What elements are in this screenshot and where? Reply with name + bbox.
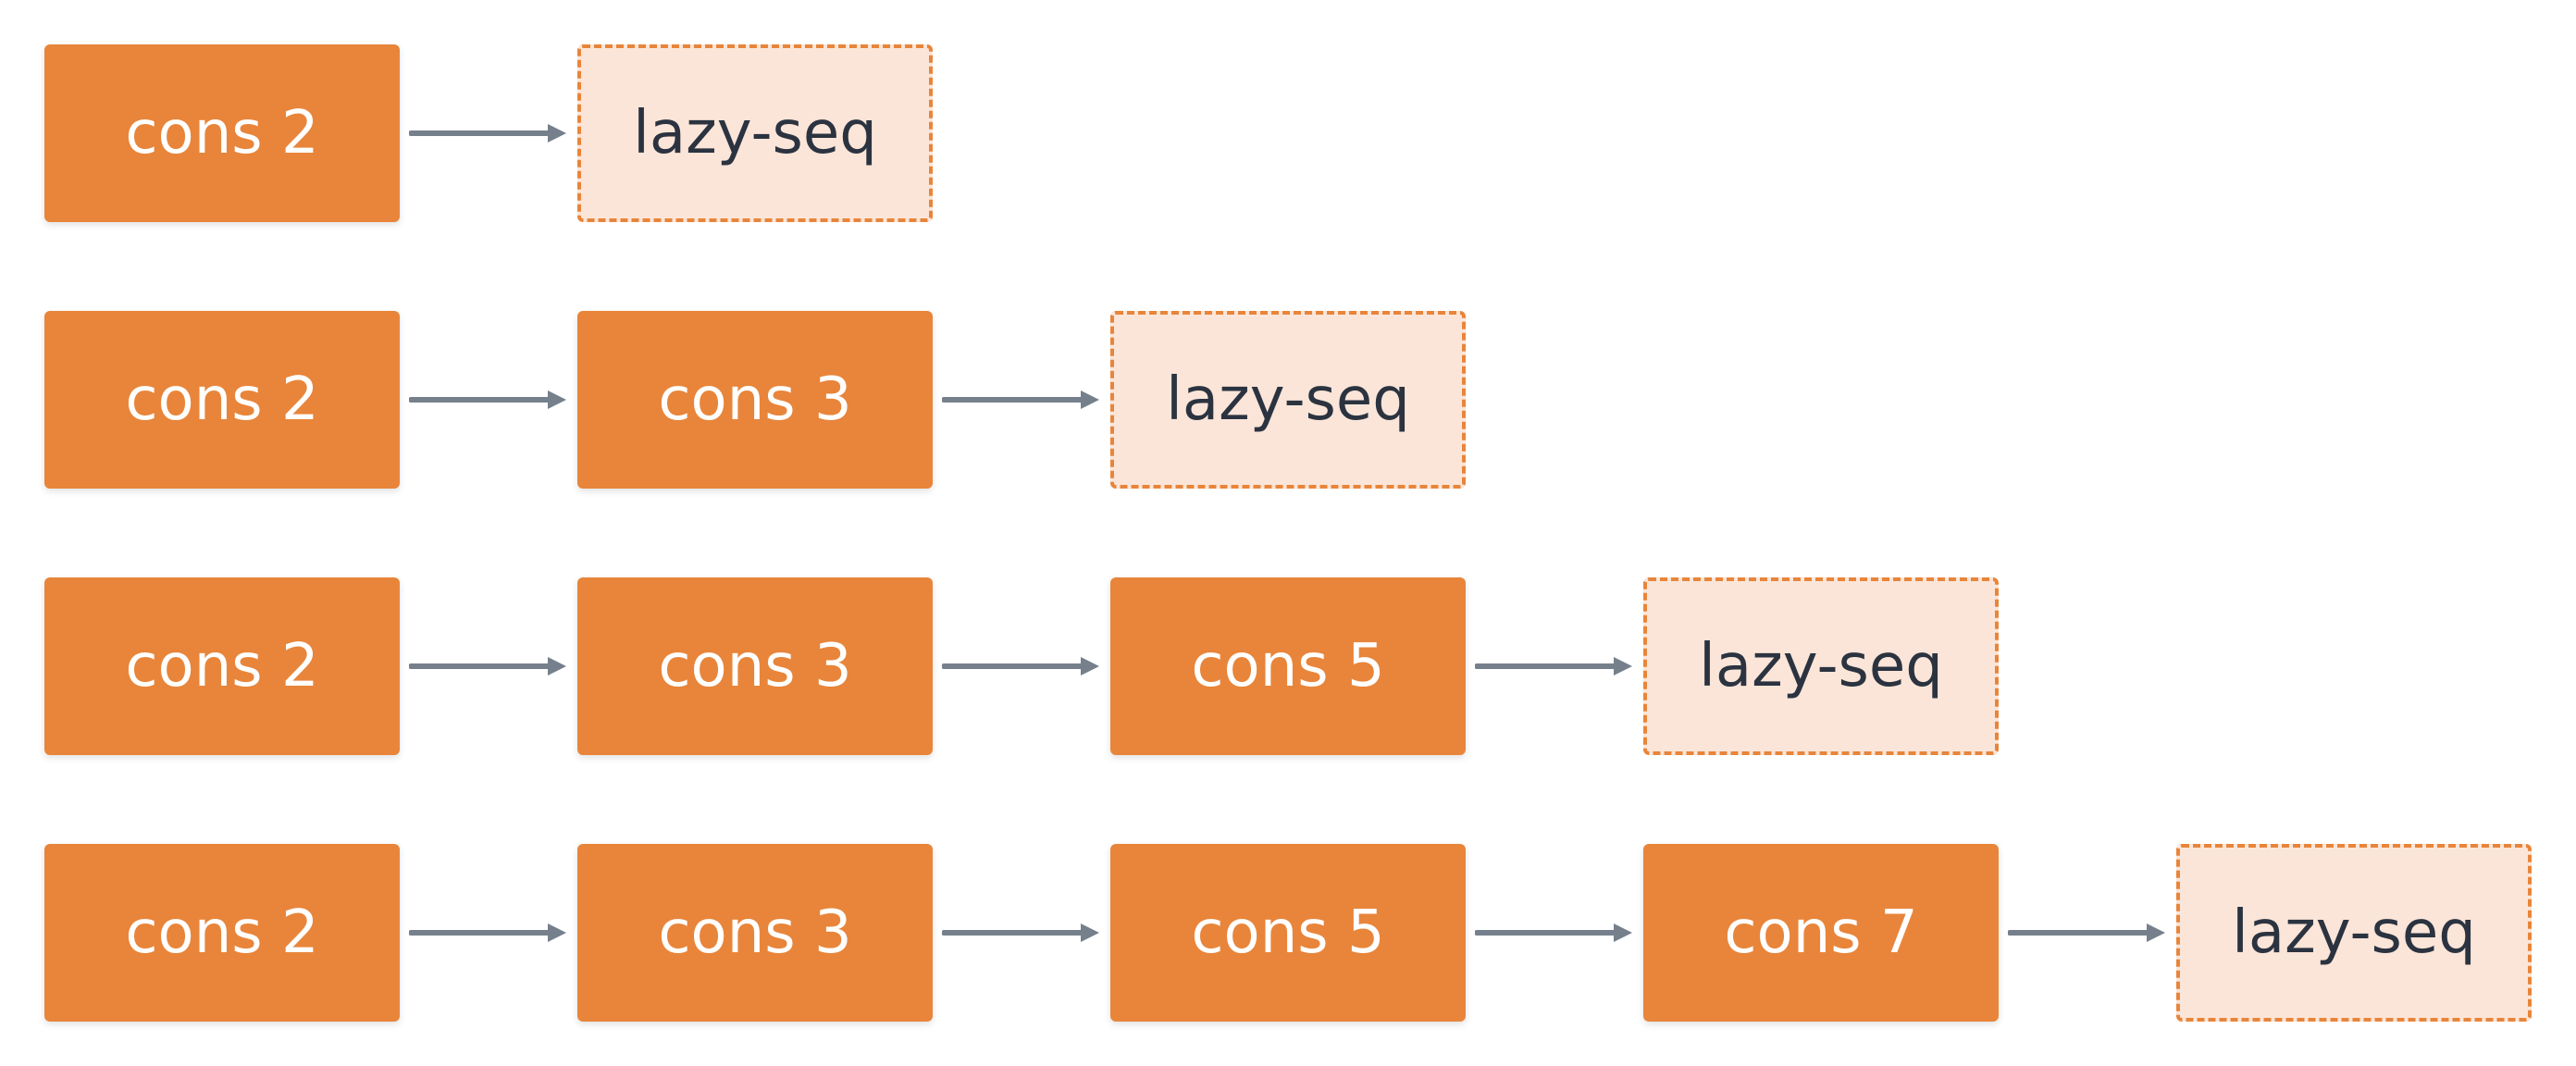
lazy-seq-node: lazy-seq <box>2176 844 2532 1022</box>
cons-node: cons 3 <box>577 577 933 755</box>
cons-node: cons 5 <box>1110 577 1466 755</box>
cons-node-label: cons 3 <box>658 899 852 967</box>
arrow-right-icon <box>933 311 1110 489</box>
lazy-seq-node: lazy-seq <box>577 44 933 222</box>
cons-node: cons 7 <box>1643 844 1999 1022</box>
sequence-row-3: cons 2 cons 3 cons 5 lazy- <box>44 577 1999 755</box>
arrow-right-icon <box>400 577 577 755</box>
arrow-right-icon <box>1466 577 1643 755</box>
cons-node: cons 5 <box>1110 844 1466 1022</box>
arrow-right-icon <box>400 44 577 222</box>
lazy-seq-node-label: lazy-seq <box>2232 899 2476 967</box>
lazy-seq-node: lazy-seq <box>1643 577 1999 755</box>
cons-node: cons 2 <box>44 44 400 222</box>
cons-node: cons 3 <box>577 844 933 1022</box>
cons-node-label: cons 2 <box>125 632 319 700</box>
sequence-row-2: cons 2 cons 3 lazy-seq <box>44 311 1466 489</box>
cons-node-label: cons 2 <box>125 899 319 967</box>
cons-node: cons 2 <box>44 844 400 1022</box>
cons-node-label: cons 5 <box>1191 632 1385 700</box>
cons-node-label: cons 3 <box>658 366 852 434</box>
cons-node: cons 2 <box>44 577 400 755</box>
lazy-seq-node: lazy-seq <box>1110 311 1466 489</box>
lazy-seq-node-label: lazy-seq <box>1166 366 1410 434</box>
arrow-right-icon <box>1466 844 1643 1022</box>
cons-node-label: cons 2 <box>125 99 319 167</box>
sequence-row-1: cons 2 lazy-seq <box>44 44 933 222</box>
cons-node-label: cons 5 <box>1191 899 1385 967</box>
arrow-right-icon <box>400 311 577 489</box>
cons-node-label: cons 2 <box>125 366 319 434</box>
arrow-right-icon <box>400 844 577 1022</box>
cons-node: cons 3 <box>577 311 933 489</box>
cons-node-label: cons 7 <box>1724 899 1918 967</box>
arrow-right-icon <box>1999 844 2176 1022</box>
arrow-right-icon <box>933 844 1110 1022</box>
lazy-seq-node-label: lazy-seq <box>1699 632 1943 700</box>
lazy-seq-node-label: lazy-seq <box>633 99 877 167</box>
arrow-right-icon <box>933 577 1110 755</box>
sequence-row-4: cons 2 cons 3 cons 5 cons <box>44 844 2532 1022</box>
cons-node: cons 2 <box>44 311 400 489</box>
cons-node-label: cons 3 <box>658 632 852 700</box>
